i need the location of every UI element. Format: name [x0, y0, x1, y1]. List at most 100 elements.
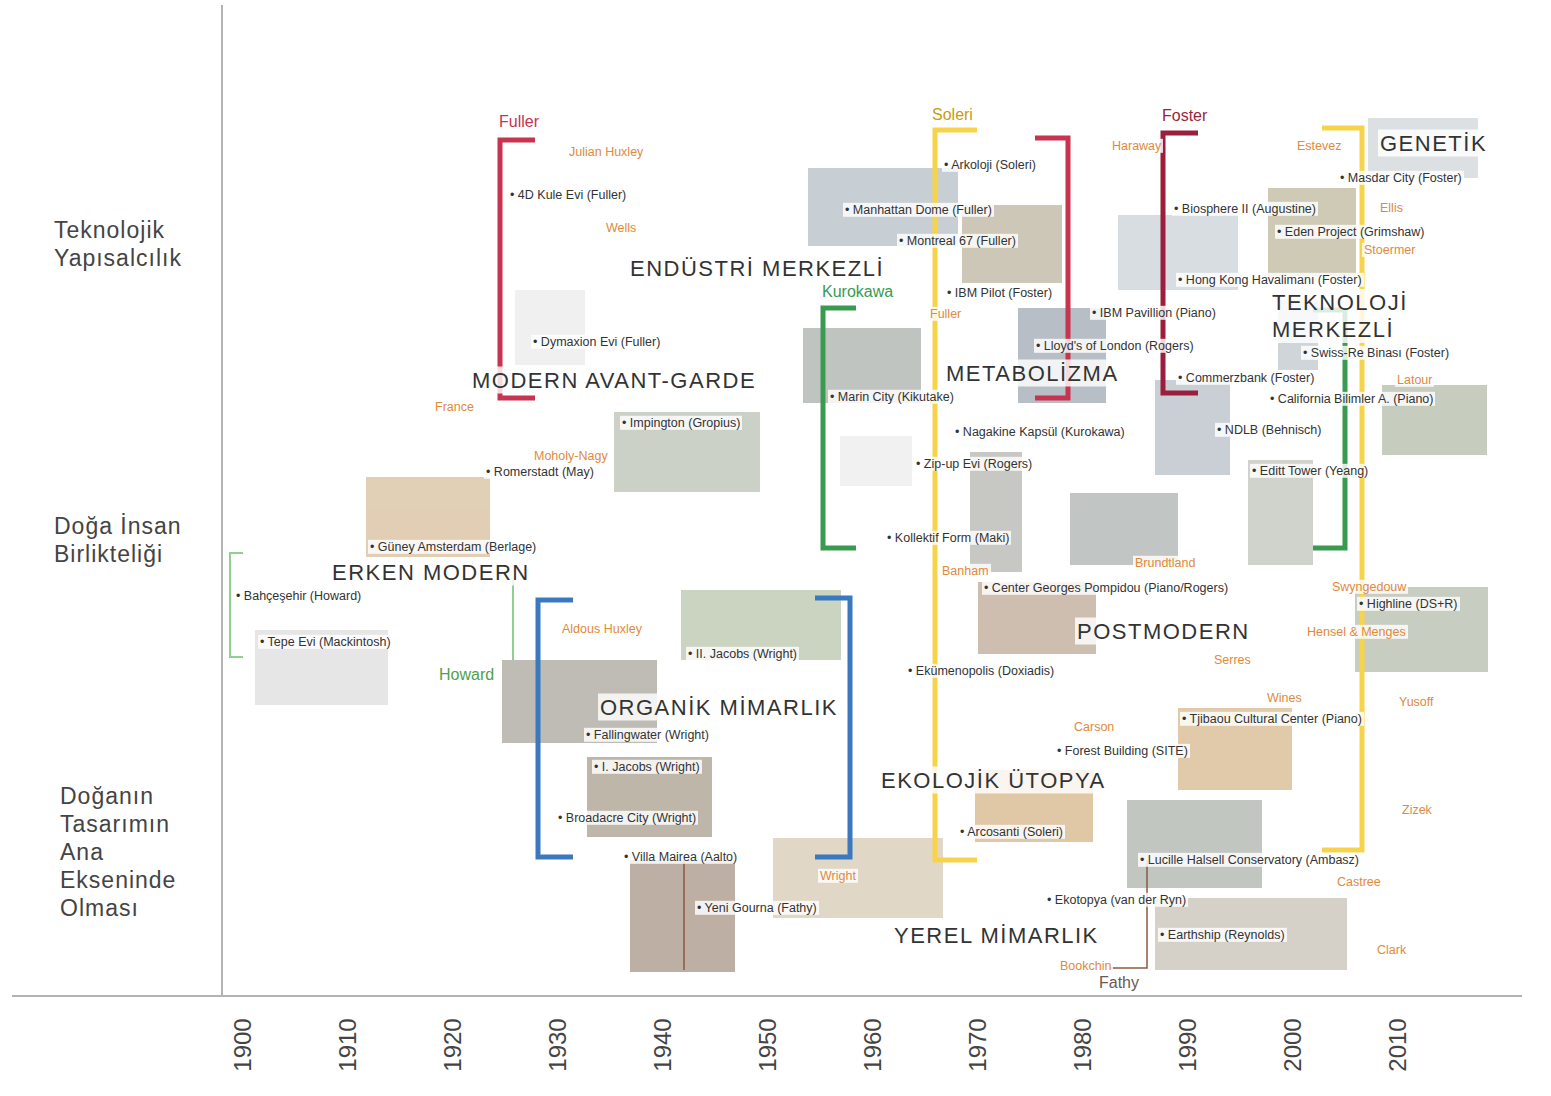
theorist-name: Stoermer: [1362, 243, 1417, 257]
project-name: • Ekümenopolis (Doxiadis): [906, 664, 1056, 678]
theorist-name: Brundtland: [1133, 556, 1197, 570]
photo: [1070, 493, 1178, 565]
project-name: • Montreal 67 (Fuller): [897, 234, 1018, 248]
theorist-name: Carson: [1072, 720, 1116, 734]
project-name: • Bahçeşehir (Howard): [234, 589, 363, 603]
project-name: • Editt Tower (Yeang): [1250, 464, 1370, 478]
movement-name: EKOLOJİK ÜTOPYA: [879, 767, 1108, 794]
project-name: • Masdar City (Foster): [1338, 171, 1464, 185]
project-name: • Hong Kong Havalimanı (Foster): [1176, 273, 1364, 287]
axis-category: Teknolojik Yapısalcılık: [52, 216, 216, 272]
photo: [614, 412, 760, 492]
project-name: • Forest Building (SITE): [1055, 744, 1190, 758]
photo: [840, 436, 912, 486]
project-name: • Eden Project (Grimshaw): [1275, 225, 1426, 239]
theorist-name: Zizek: [1400, 803, 1434, 817]
movement-name: ENDÜSTRİ MERKEZLİ: [628, 255, 886, 282]
year-tick: 2000: [1279, 1016, 1307, 1073]
bracket: [815, 598, 850, 857]
project-name: • Impington (Gropius): [620, 416, 742, 430]
movement-name: MODERN AVANT-GARDE: [470, 367, 758, 394]
photo: [1018, 308, 1106, 403]
bracket-header: Soleri: [930, 106, 975, 124]
movement-name: POSTMODERN: [1075, 618, 1252, 645]
axis-category: Doğanın Tasarımın Ana Ekseninde Olması: [58, 782, 192, 922]
project-name: • Manhattan Dome (Fuller): [843, 203, 994, 217]
bracket: [512, 580, 514, 660]
project-name: • California Bilimler A. (Piano): [1268, 392, 1435, 406]
project-name: • Ekotopya (van der Ryn): [1045, 893, 1188, 907]
project-name: • Zip-up Evi (Rogers): [914, 457, 1034, 471]
year-tick: 1950: [754, 1016, 782, 1073]
project-name: • Dymaxion Evi (Fuller): [531, 335, 662, 349]
year-tick: 1900: [229, 1016, 257, 1073]
theorist-name: Estevez: [1295, 139, 1343, 153]
project-name: • Tjibaou Cultural Center (Piano): [1180, 712, 1364, 726]
year-tick: 1910: [334, 1016, 362, 1073]
theorist-name: Yusoff: [1397, 695, 1436, 709]
bracket: [683, 860, 685, 970]
theorist-name: Castree: [1335, 875, 1383, 889]
bracket-header: Fuller: [497, 113, 541, 131]
project-name: • Broadacre City (Wright): [556, 811, 698, 825]
project-name: • Villa Mairea (Aalto): [622, 850, 739, 864]
year-tick: 1940: [649, 1016, 677, 1073]
project-name: • Earthship (Reynolds): [1158, 928, 1287, 942]
project-name: • Tepe Evi (Mackintosh): [258, 635, 393, 649]
theorist-name: Wines: [1265, 691, 1304, 705]
bracket: [1163, 133, 1198, 393]
bracket-header: Fathy: [1097, 974, 1141, 992]
axis-category: Doğa İnsan Birlikteliği: [52, 512, 216, 568]
theorist-name: Banham: [940, 564, 991, 578]
theorist-name: Moholy-Nagy: [532, 449, 610, 463]
project-name: • 4D Kule Evi (Fuller): [508, 188, 628, 202]
bracket: [823, 308, 856, 548]
photo: [630, 860, 735, 972]
x-axis: [12, 995, 1522, 997]
theorist-name: Haraway: [1110, 139, 1163, 153]
theorist-name: Ellis: [1378, 201, 1405, 215]
photo: [515, 290, 585, 365]
project-name: • Swiss-Re Binası (Foster): [1301, 346, 1451, 360]
project-name: • NDLB (Behnisch): [1215, 423, 1323, 437]
bracket-header: Foster: [1160, 107, 1209, 125]
year-tick: 1920: [439, 1016, 467, 1073]
bracket: [230, 553, 243, 657]
year-tick: 1960: [859, 1016, 887, 1073]
theorist-name: Wright: [818, 869, 858, 883]
theorist-name: Bookchin: [1058, 959, 1113, 973]
year-tick: 1970: [964, 1016, 992, 1073]
bracket: [500, 140, 535, 398]
bracket: [1110, 860, 1147, 968]
project-name: • IBM Pilot (Foster): [945, 286, 1054, 300]
year-tick: 2010: [1384, 1016, 1412, 1073]
project-name: • Güney Amsterdam (Berlage): [368, 540, 538, 554]
movement-name: YEREL MİMARLIK: [892, 922, 1101, 949]
project-name: • Lucille Halsell Conservatory (Ambasz): [1138, 853, 1361, 867]
theorist-name: France: [433, 400, 476, 414]
project-name: • Fallingwater (Wright): [584, 728, 711, 742]
project-name: • Commerzbank (Foster): [1176, 371, 1316, 385]
photo: [1155, 898, 1347, 970]
project-name: • Arkoloji (Soleri): [942, 158, 1038, 172]
y-axis: [221, 5, 223, 995]
theorist-name: Aldous Huxley: [560, 622, 644, 636]
movement-name: METABOLİZMA: [944, 360, 1121, 387]
project-name: • Arcosanti (Soleri): [958, 825, 1065, 839]
project-name: • Lloyd's of London (Rogers): [1034, 339, 1196, 353]
project-name: • Romerstadt (May): [484, 465, 596, 479]
project-name: • Highline (DS+R): [1357, 597, 1460, 611]
project-name: • Kollektif Form (Maki): [885, 531, 1011, 545]
year-tick: 1930: [544, 1016, 572, 1073]
theorist-name: Swyngedouw: [1330, 580, 1408, 594]
bracket-header: Kurokawa: [820, 283, 895, 301]
project-name: • Center Georges Pompidou (Piano/Rogers): [982, 581, 1230, 595]
project-name: • Marin City (Kikutake): [828, 390, 956, 404]
movement-name: TEKNOLOJİ MERKEZLİ: [1270, 289, 1454, 343]
theorist-name: Fuller: [928, 307, 963, 321]
theorist-name: Latour: [1395, 373, 1434, 387]
theorist-name: Clark: [1375, 943, 1408, 957]
theorist-name: Serres: [1212, 653, 1253, 667]
project-name: • Biosphere II (Augustine): [1172, 202, 1318, 216]
